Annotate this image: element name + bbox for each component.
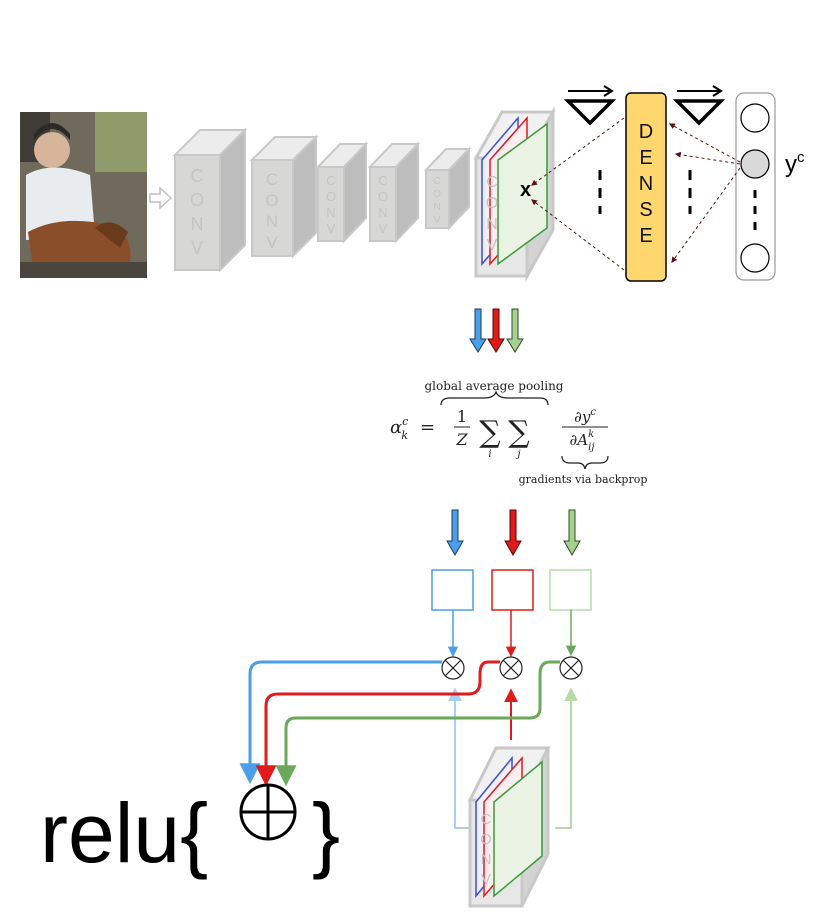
relu-close-brace: } — [312, 786, 340, 880]
conv-letter: N — [191, 214, 204, 234]
output-layer — [735, 92, 776, 281]
conv-letter: V — [487, 237, 498, 254]
conv-letter: N — [378, 205, 387, 220]
formula-grad-num: ∂yc — [574, 407, 596, 426]
conv-letter: V — [327, 221, 336, 236]
multiply-icon — [559, 656, 583, 680]
conv-letter: N — [486, 216, 498, 233]
conv-letter: V — [379, 221, 388, 236]
multiply-icon — [499, 656, 523, 680]
conv-letter: V — [481, 871, 491, 888]
conv-layer: C O N V — [423, 146, 472, 231]
channel-arrows-weights — [446, 509, 581, 557]
formula-bottom-note: gradients via backprop — [519, 473, 648, 486]
conv-layer: C O N V — [367, 141, 421, 244]
dense-letter: N — [639, 173, 653, 195]
conv-layer: C O N V — [172, 127, 248, 273]
conv-layer: C O N V — [249, 134, 319, 259]
sum-circle-icon — [239, 783, 297, 841]
feature-maps: C O N V x — [473, 106, 556, 282]
conv-letter: C — [481, 811, 492, 828]
dense-letter: S — [639, 199, 652, 221]
conv-letter: C — [486, 174, 498, 191]
conv-letter: O — [190, 190, 204, 210]
weight-box-red — [491, 569, 534, 611]
conv-letter: N — [266, 212, 278, 231]
dense-letter: D — [639, 121, 653, 143]
sum-icon: ∑ — [508, 415, 530, 450]
conv-letter: O — [433, 189, 441, 200]
formula-frac-num: 1 — [457, 407, 467, 426]
conv-letter: V — [266, 233, 278, 252]
relu-label: relu{ — [40, 786, 208, 880]
conv-letter: C — [433, 176, 440, 187]
weight-box-green — [549, 569, 592, 611]
conv-letter: N — [433, 202, 440, 213]
channel-arrows-top — [469, 308, 524, 353]
conv-layer: C O N V — [315, 141, 369, 244]
input-arrow-icon — [149, 186, 173, 210]
dense-letter: E — [639, 147, 652, 169]
formula-equals: = — [420, 417, 435, 438]
backprop-arrows — [531, 117, 741, 271]
underbrace — [561, 455, 609, 470]
dense-layer: D E N S E — [625, 92, 667, 282]
conv-letter: O — [265, 191, 278, 210]
overbrace — [440, 390, 549, 406]
conv-letter: V — [191, 238, 203, 258]
conv-letter: C — [378, 173, 387, 188]
weight-box-blue — [431, 569, 474, 611]
conv-letter: O — [378, 189, 388, 204]
feature-maps-bottom: C O N V — [467, 746, 551, 908]
formula-sum-i: i — [488, 449, 491, 460]
output-label: yc — [785, 149, 805, 178]
nabla-icon — [563, 85, 617, 126]
conv-letter: C — [266, 170, 278, 189]
conv-letter: O — [486, 195, 498, 212]
sum-icon: ∑ — [479, 415, 501, 450]
conv-letter: C — [326, 173, 335, 188]
formula-top-note: global average pooling — [425, 379, 564, 393]
conv-letter: N — [481, 851, 492, 868]
feature-x-label: x — [520, 179, 531, 201]
dense-letter: E — [639, 225, 652, 247]
conv-letter: V — [434, 215, 441, 226]
conv-letter: O — [326, 189, 336, 204]
conv-letter: C — [191, 166, 204, 186]
input-image — [20, 112, 147, 278]
nabla-icon — [672, 85, 726, 126]
formula-sum-j: j — [515, 449, 520, 460]
conv-letter: O — [480, 831, 492, 848]
formula-frac-den: Z — [455, 430, 468, 449]
conv-letter: N — [326, 205, 335, 220]
multiply-icon — [441, 656, 465, 680]
